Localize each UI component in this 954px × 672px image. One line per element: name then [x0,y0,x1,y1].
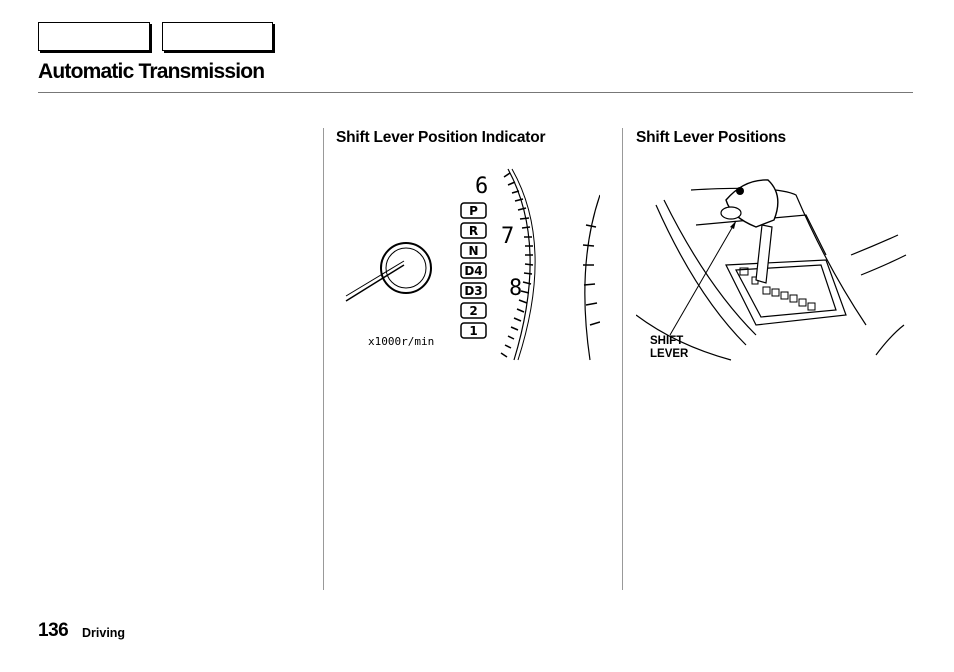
section-name: Driving [82,626,126,640]
tachometer-dial [500,168,536,361]
page-number: 136 [38,620,69,641]
column-divider-right [622,128,623,590]
gear-d3-label: D3 [464,284,482,298]
gear-2-label: 2 [469,304,477,318]
needle-hub [380,242,432,294]
page-title: Automatic Transmission [38,60,265,83]
callout-leader [669,220,737,336]
shift-lever-illustration [636,179,907,361]
positions-heading: Shift Lever Positions [636,129,786,146]
nav-tab-1[interactable] [38,22,150,51]
shift-lever-knob [720,179,779,284]
nav-tab-2[interactable] [162,22,273,51]
gear-d4-label: D4 [464,264,482,278]
indicator-heading: Shift Lever Position Indicator [336,129,546,146]
secondary-gauge [582,194,600,361]
gear-p-label: P [469,204,478,218]
gear-r-label: R [469,224,478,238]
tach-unit-label: x1000r/min [368,335,434,348]
shift-indicator-illustration: 6 7 8 P R N D4 D3 2 1 x1000r/min [345,168,600,361]
gear-n-label: N [468,244,478,258]
column-divider-left [323,128,324,590]
tach-number-7: 7 [501,224,514,249]
shift-gate-indicators [739,267,816,311]
tach-number-8: 8 [509,276,522,301]
shift-lever-callout-line2: LEVER [650,348,689,360]
tach-number-6: 6 [475,174,488,199]
title-rule [38,92,913,93]
tachometer-needle [345,260,405,302]
shift-lever-callout-line1: SHIFT [650,335,684,347]
gear-1-label: 1 [469,324,477,338]
gear-position-list: P R N D4 D3 2 1 [460,202,487,339]
